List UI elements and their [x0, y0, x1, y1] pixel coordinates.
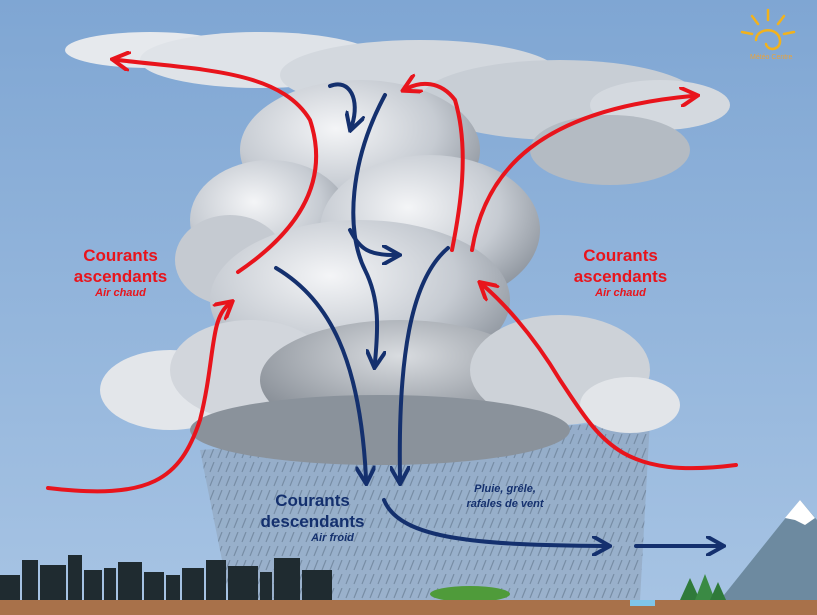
- right-updraft-title-1: Courants: [583, 246, 658, 265]
- right-outflow-arrow: [470, 96, 692, 252]
- left-outflow-arrow: [118, 60, 319, 274]
- city-skyline-icon: [0, 555, 332, 600]
- downdraft-title-1: Courants: [275, 491, 350, 510]
- left-updraft-title-1: Courants: [83, 246, 158, 265]
- left-updraft-title-2: ascendants: [73, 267, 168, 286]
- mountain-icon: [720, 500, 817, 600]
- side-branch-arrow: [348, 228, 394, 255]
- top-loop-arrow: [328, 82, 355, 125]
- downdraft-title-2: descendants: [260, 512, 365, 531]
- logo-text: Météo Centre: [750, 54, 793, 61]
- right-updraft-title-2: ascendants: [573, 267, 668, 286]
- right-updraft-label: Courants ascendants Air chaud: [558, 245, 683, 299]
- ground: [0, 600, 817, 615]
- left-down-arrow: [274, 266, 366, 478]
- right-updraft-subtitle: Air chaud: [595, 287, 646, 299]
- right-down-arrow: [400, 246, 450, 478]
- left-updraft-subtitle: Air chaud: [95, 287, 146, 299]
- rain-line-1: Pluie, grêle,: [474, 483, 536, 495]
- rain-line-2: rafales de vent: [466, 498, 544, 510]
- left-updraft-arrow: [46, 305, 228, 494]
- updraft-arrows: [46, 60, 738, 494]
- downdraft-arrows: [274, 82, 718, 546]
- left-updraft-label: Courants ascendants Air chaud: [58, 245, 183, 299]
- rain-shaft: [200, 420, 650, 600]
- downdraft-subtitle: Air froid: [311, 532, 354, 544]
- downdraft-label: Courants descendants Air froid: [245, 490, 380, 544]
- rain-label: Pluie, grêle, rafales de vent: [445, 482, 565, 512]
- center-down-arrow: [351, 93, 387, 362]
- outflow-arrow: [382, 498, 604, 546]
- trees-icon: [430, 574, 726, 602]
- center-up-arrow: [408, 84, 465, 252]
- sun-logo-icon: [740, 8, 796, 51]
- right-updraft-arrow: [484, 286, 738, 471]
